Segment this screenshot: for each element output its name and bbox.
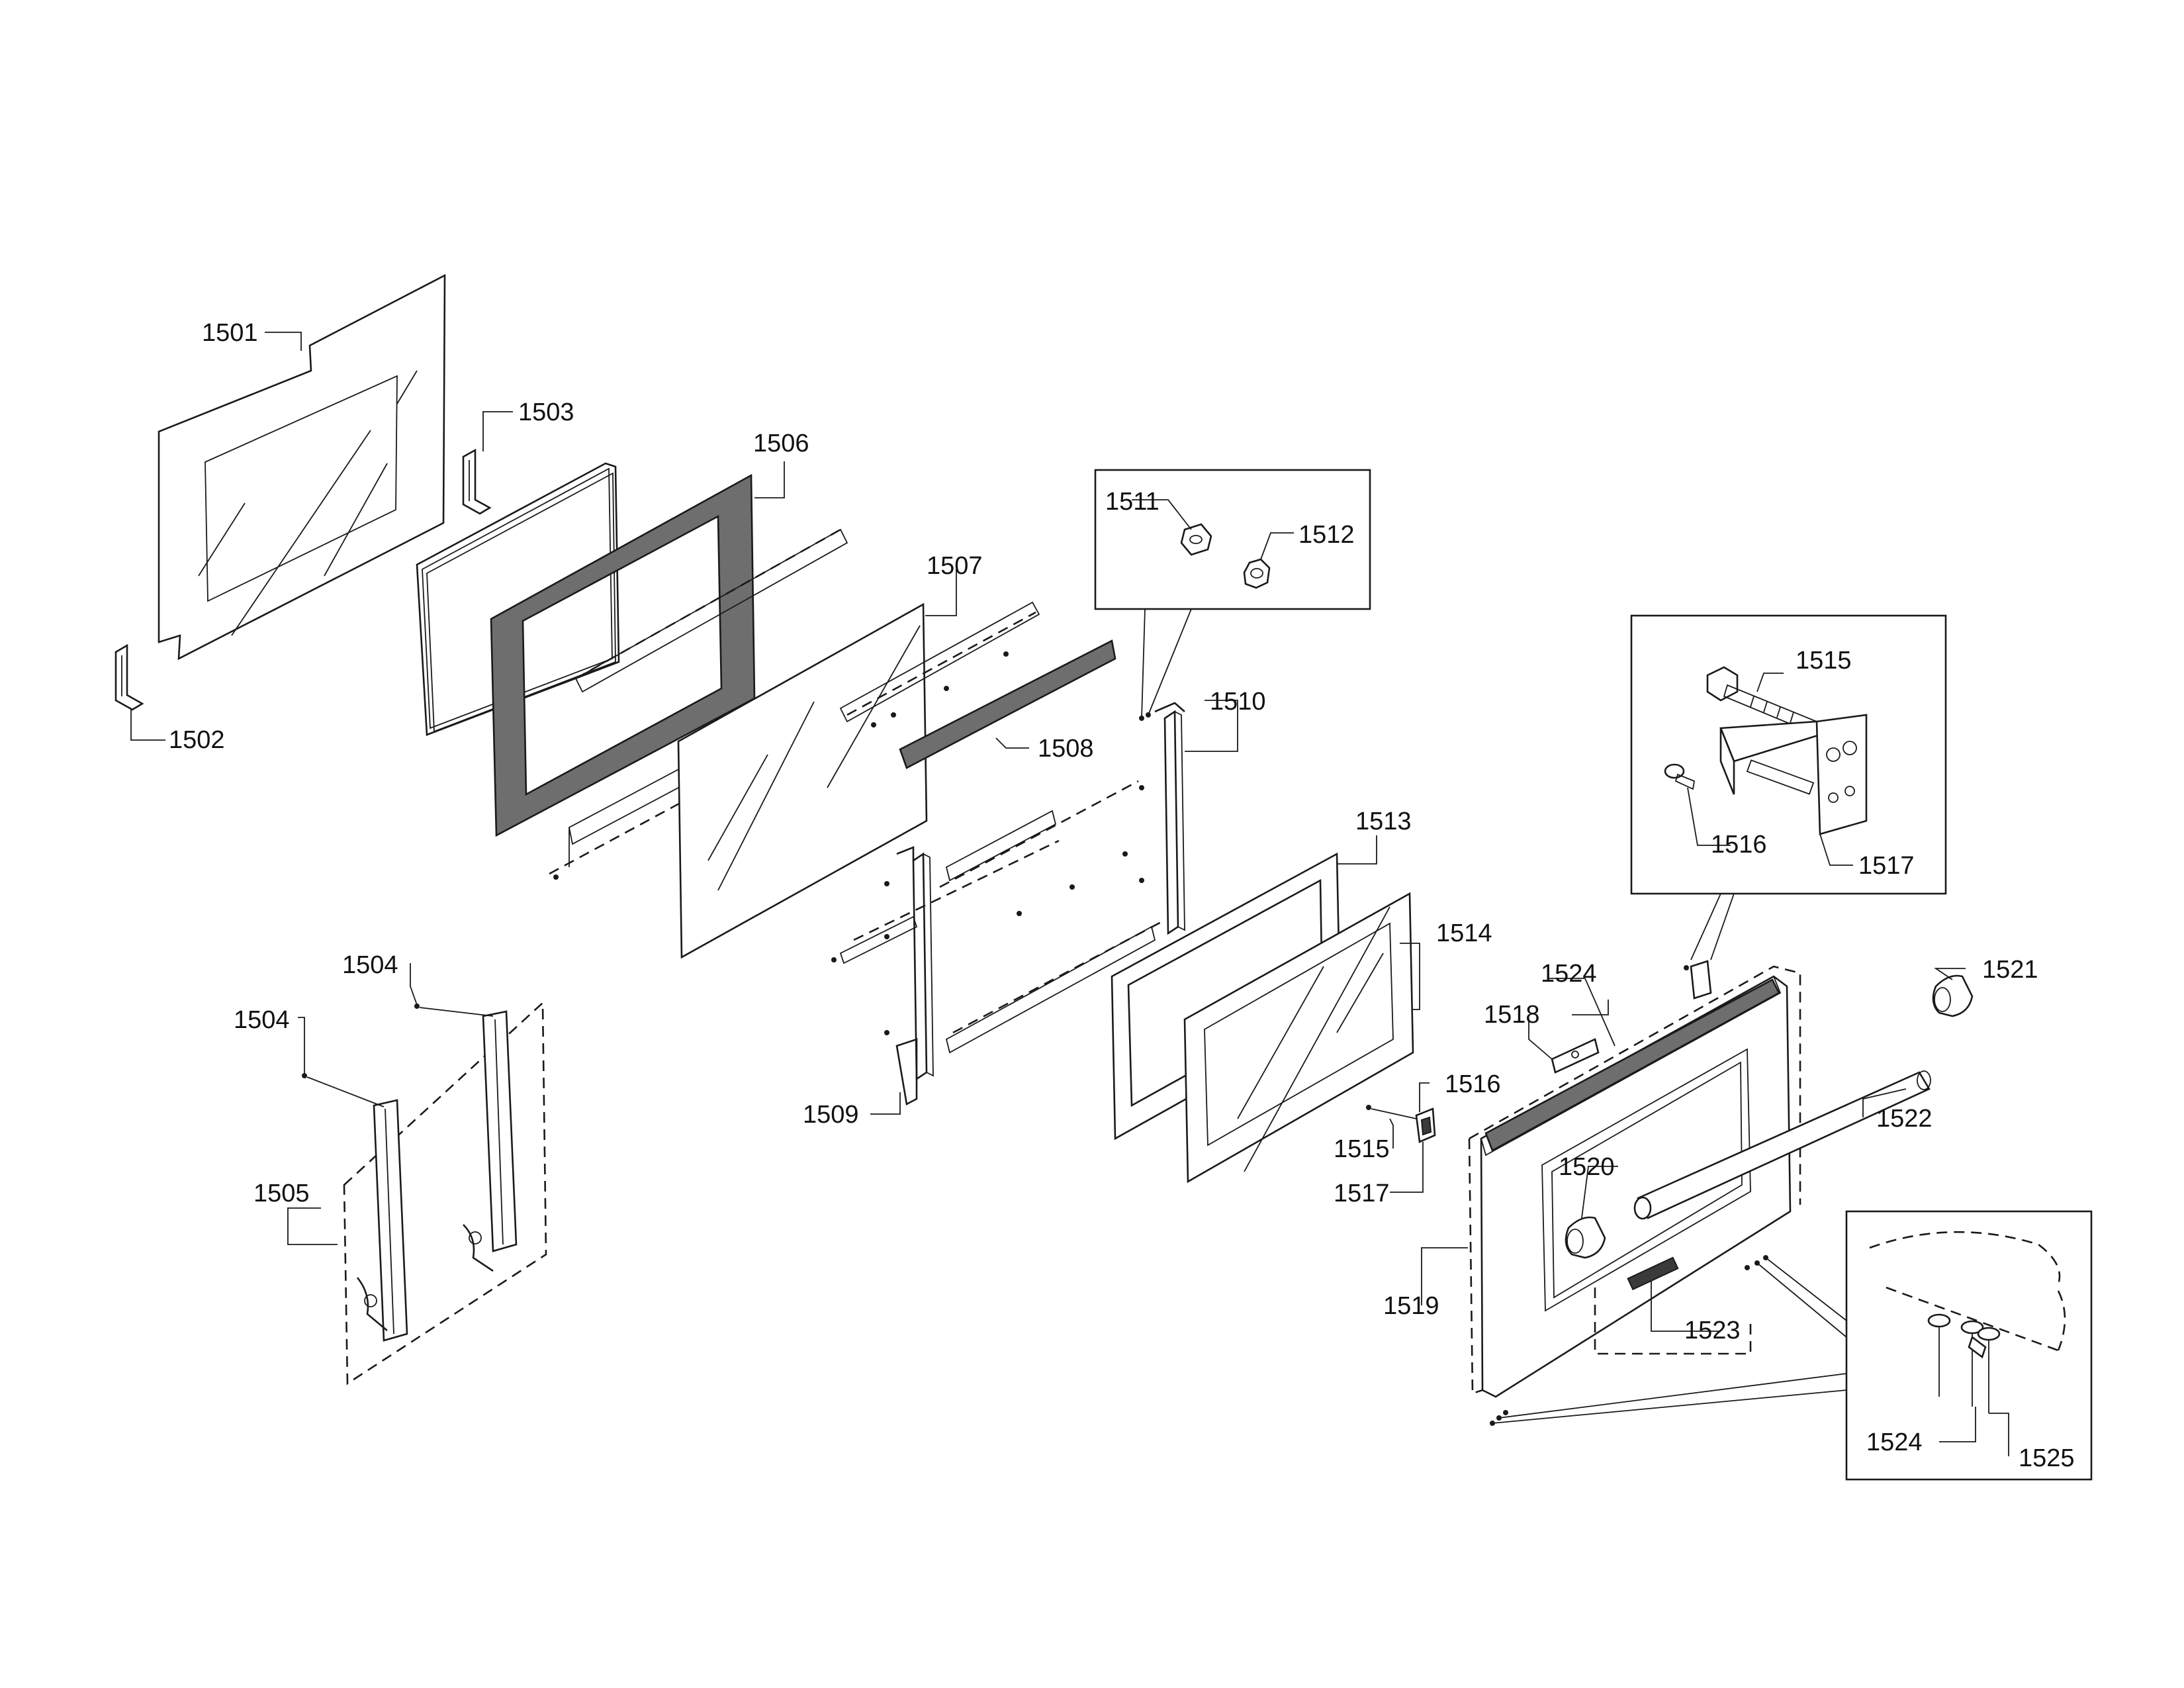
channel-1509 — [884, 846, 934, 1105]
hinge-parts-lower — [1366, 1105, 1436, 1143]
label-1502: 1502 — [169, 726, 225, 754]
label-1507: 1507 — [927, 552, 983, 580]
hinge-assembly-box — [343, 1001, 547, 1385]
label-1509: 1509 — [803, 1101, 859, 1129]
vent-strip-1508 — [899, 639, 1116, 769]
middle-glass-1507 — [677, 602, 928, 959]
label-1503: 1503 — [518, 399, 574, 426]
label-1512: 1512 — [1298, 521, 1355, 549]
label-1516-b: 1516 — [1445, 1070, 1501, 1098]
label-1519: 1519 — [1383, 1292, 1439, 1320]
label-1525: 1525 — [2019, 1444, 2075, 1472]
handle-rod-1522 — [1633, 1070, 1931, 1220]
label-1513: 1513 — [1355, 808, 1412, 835]
bracket-1517 — [1719, 714, 1868, 835]
label-1524-b: 1524 — [1866, 1429, 1923, 1456]
label-1504-a: 1504 — [234, 1006, 290, 1034]
callout-box-hinge — [1630, 614, 1947, 961]
label-1511: 1511 — [1105, 488, 1160, 516]
part-labels: 1501 1502 1503 1504 1504 1505 1506 1507 … — [169, 319, 2075, 1472]
label-1504-b: 1504 — [342, 951, 398, 979]
label-1510: 1510 — [1210, 688, 1266, 716]
label-1515-b: 1515 — [1334, 1135, 1390, 1163]
label-1517-b: 1517 — [1334, 1180, 1390, 1207]
hinge-left-1505 — [302, 1073, 408, 1342]
plate-1518 — [1551, 1038, 1600, 1074]
label-1508: 1508 — [1038, 735, 1094, 763]
hinge-clip-top — [1684, 960, 1712, 1000]
end-cap-1521 — [1932, 974, 1974, 1017]
nut-1512 — [1243, 558, 1271, 589]
label-1522: 1522 — [1876, 1105, 1933, 1133]
channel-1510 — [1139, 702, 1185, 935]
nut-1511 — [1180, 523, 1212, 556]
label-1514: 1514 — [1436, 919, 1492, 947]
label-1523: 1523 — [1684, 1317, 1741, 1344]
screw-1516 — [1664, 763, 1696, 790]
label-1515-a: 1515 — [1796, 647, 1852, 675]
label-1505: 1505 — [253, 1180, 310, 1207]
hinge-right-1505 — [414, 1004, 518, 1272]
label-1517-a: 1517 — [1858, 852, 1915, 880]
callout-box-screws — [1845, 1210, 2093, 1481]
label-1521: 1521 — [1982, 956, 2038, 984]
label-1506: 1506 — [753, 430, 809, 457]
bolt-1515 — [1706, 666, 1818, 735]
outer-door-1519 — [1480, 975, 1792, 1398]
bracket-1502 — [114, 643, 144, 711]
label-1520: 1520 — [1559, 1153, 1615, 1181]
leader-lines — [130, 332, 2009, 1456]
label-1516-a: 1516 — [1711, 831, 1767, 859]
bracket-1503 — [462, 448, 492, 515]
label-1524-a: 1524 — [1541, 960, 1597, 988]
outer-glass-1514 — [1183, 892, 1414, 1184]
inner-glass-panel-1501 — [158, 273, 446, 661]
label-1501: 1501 — [202, 319, 258, 347]
rails-upper — [831, 601, 1165, 1054]
badge-1523 — [1594, 1256, 1752, 1355]
label-1518: 1518 — [1484, 1001, 1540, 1029]
callout-box-nuts — [1094, 469, 1371, 719]
bottom-screws — [1490, 1255, 1847, 1426]
knob-1520 — [1565, 1216, 1606, 1259]
